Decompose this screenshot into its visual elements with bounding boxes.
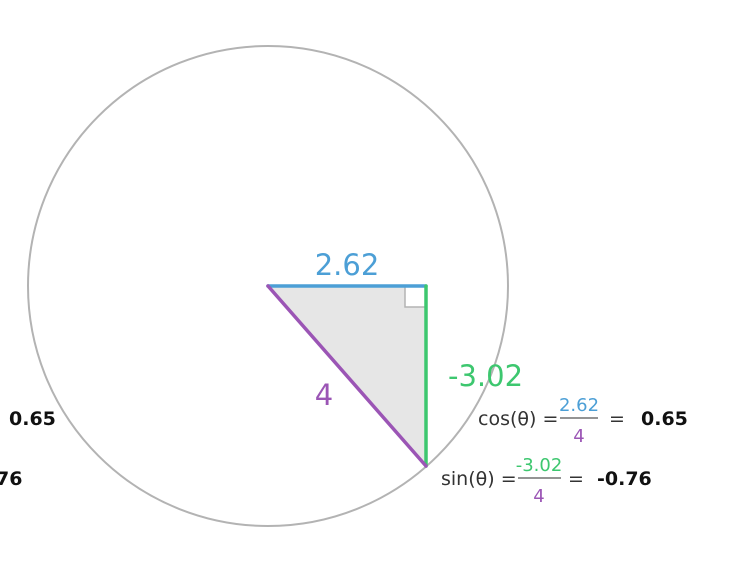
- cos-formula-denominator: 4: [573, 426, 584, 447]
- cos-formula-equals: =: [609, 408, 625, 430]
- cos-formula: cos(θ) = 2.62 4 = 0.65: [478, 395, 688, 447]
- left-sin-result-fragment: 76: [0, 468, 22, 490]
- sin-formula: sin(θ) = -3.02 4 = -0.76: [441, 455, 652, 507]
- sin-formula-result: -0.76: [597, 468, 652, 490]
- sin-formula-equals: =: [568, 468, 584, 490]
- sin-formula-denominator: 4: [533, 486, 544, 507]
- sin-formula-numerator: -3.02: [516, 455, 563, 476]
- opposite-label: -3.02: [448, 359, 523, 393]
- hypotenuse: [266, 284, 428, 468]
- left-cos-result: 0.65: [9, 408, 56, 430]
- adjacent-label: 2.62: [315, 248, 380, 282]
- cos-formula-numerator: 2.62: [559, 395, 599, 416]
- sin-formula-lhs: sin(θ) =: [441, 468, 517, 490]
- hypotenuse-label: 4: [315, 378, 333, 412]
- right-angle-marker: [404, 285, 427, 308]
- unit-circle: [27, 45, 509, 527]
- cos-formula-lhs: cos(θ) =: [478, 408, 558, 430]
- cos-formula-result: 0.65: [641, 408, 688, 430]
